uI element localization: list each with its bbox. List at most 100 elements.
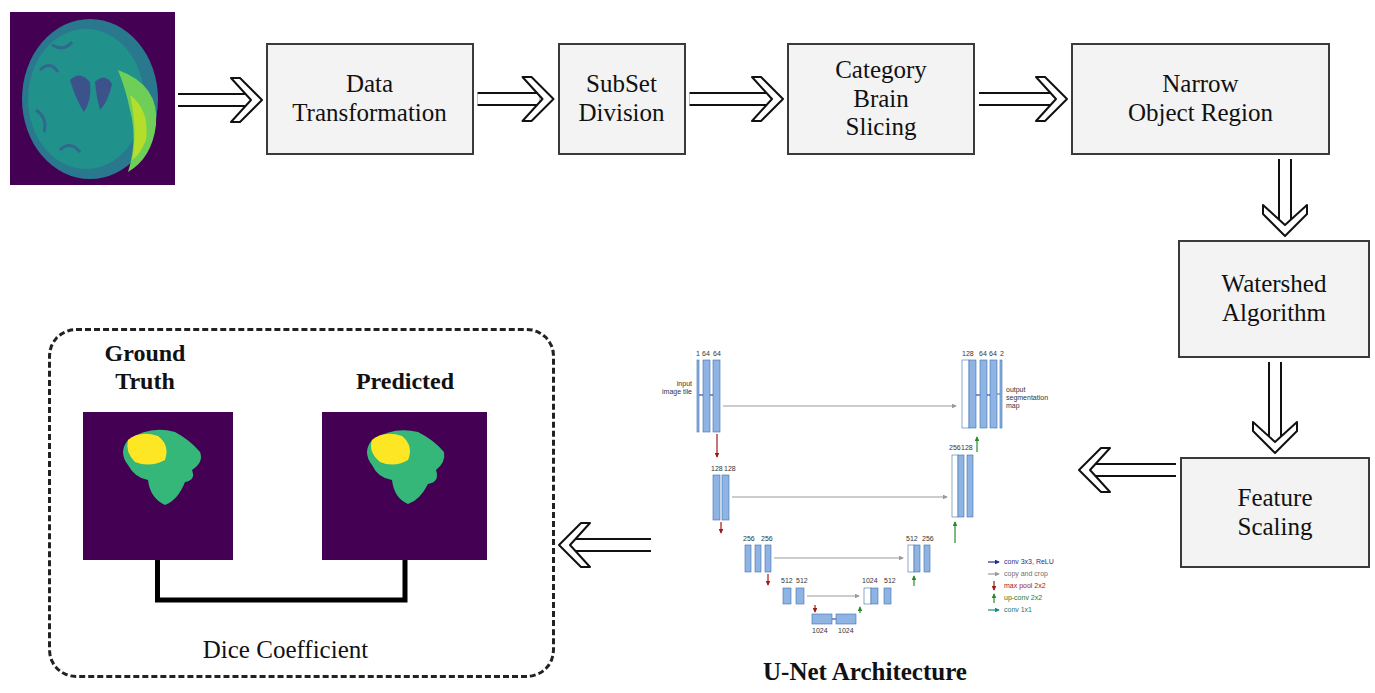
feature-map: [990, 360, 997, 428]
feature-map: [697, 360, 699, 432]
bracket-line: [158, 560, 406, 600]
segmentation-mask: [322, 412, 487, 560]
channel-count: 256: [922, 535, 934, 543]
arrow-shaft: [979, 92, 1053, 106]
feature-map: [836, 614, 856, 624]
caption-text: U-Net Architecture: [763, 658, 967, 688]
mask-panel: Predicted: [320, 340, 490, 560]
mri-brain-image: [10, 12, 175, 185]
feature-map: [745, 545, 751, 572]
channel-count: 128: [711, 465, 723, 473]
pool-arrow: [720, 522, 721, 533]
channel-count: 128: [724, 465, 736, 473]
legend-arrow: [988, 573, 999, 574]
mask-ground: [83, 412, 233, 560]
architecture-figure: U-Net Architecture: [655, 340, 1075, 688]
feature-map: [884, 588, 891, 604]
legend-label: up-conv 2x2: [1004, 594, 1042, 602]
box-label: SubSet Division: [572, 70, 672, 128]
arrow-head: [1036, 77, 1067, 121]
tumor-core: [127, 434, 166, 465]
arrow-shaft: [1278, 159, 1292, 222]
edema-region: [367, 430, 444, 504]
copy-arrow: [732, 496, 947, 497]
feature-map: [755, 545, 761, 572]
arrow-shaft: [1280, 159, 1290, 222]
hollow-arrow: [1263, 159, 1307, 236]
brain-ventricle: [95, 77, 112, 110]
unet-figure: [697, 360, 1002, 624]
arrow-head: [231, 78, 262, 122]
arrow-shaft: [1093, 465, 1176, 475]
evaluation-group: Dice Coefficient Ground Truth Predicted: [48, 328, 555, 678]
figure-label: input image tile: [660, 380, 692, 396]
brain-tissue: [28, 29, 144, 169]
arrow-head: [752, 77, 783, 121]
channel-count: 64: [989, 350, 997, 358]
channel-count: 256: [949, 444, 961, 452]
feature-map: [783, 588, 791, 604]
legend-arrow: [988, 561, 999, 562]
process-box: Watershed Algorithm: [1178, 240, 1370, 358]
conv-arrow: [976, 395, 980, 396]
process-box: Narrow Object Region: [1071, 43, 1330, 155]
feature-map: [967, 455, 973, 517]
feature-map: [871, 588, 878, 604]
arrow-head: [559, 523, 590, 567]
feature-map: [969, 360, 976, 428]
legend-arrow: [993, 581, 994, 590]
conv-arrow: [699, 395, 703, 396]
channel-count: 1024: [812, 627, 828, 635]
pool-arrow: [767, 574, 768, 585]
box-label: Narrow Object Region: [1127, 70, 1274, 128]
arrow-shaft: [178, 93, 248, 107]
process-box: Feature Scaling: [1180, 457, 1370, 568]
legend-arrow: [993, 594, 994, 603]
panel-heading: Predicted: [320, 340, 490, 396]
panel-heading: Ground Truth: [95, 340, 195, 395]
hollow-arrow: [979, 77, 1067, 121]
arrow-shaft: [1093, 463, 1176, 477]
process-box: Category Brain Slicing: [787, 43, 975, 155]
channel-count: 1: [696, 350, 700, 358]
image-ground: [10, 12, 175, 185]
edema-region: [123, 430, 201, 505]
arrow-head: [1263, 205, 1307, 236]
feature-map: [713, 475, 720, 520]
pool-arrow: [716, 434, 717, 457]
bright-region: [118, 70, 156, 172]
channel-count: 512: [884, 577, 896, 585]
unet-arrows: [699, 394, 1000, 619]
channel-count: 64: [979, 350, 987, 358]
channel-count: 128: [961, 444, 973, 452]
feature-map: [812, 614, 832, 624]
pool-arrow: [814, 605, 815, 612]
arrow-shaft: [178, 95, 248, 105]
conv-arrow: [987, 395, 990, 396]
arrow-shaft: [690, 94, 770, 104]
arrow-shaft: [1268, 362, 1282, 439]
conv-arrow: [997, 394, 1000, 395]
feature-map: [924, 545, 930, 572]
channel-count: 128: [962, 350, 974, 358]
channel-count: 256: [743, 535, 755, 543]
arrow-shaft: [1270, 362, 1280, 439]
box-label: Feature Scaling: [1215, 484, 1335, 542]
box-label: Watershed Algorithm: [1194, 270, 1354, 328]
hollow-arrow: [559, 523, 651, 567]
conv-arrow: [710, 395, 713, 396]
arrow-shaft: [690, 92, 770, 106]
mask-panel: Ground Truth: [80, 340, 235, 560]
copied-map: [908, 545, 914, 572]
copy-arrow: [723, 405, 956, 406]
segmentation-mask: [83, 412, 233, 560]
channel-count: 64: [713, 350, 721, 358]
caption-text: Dice Coefficient: [203, 636, 368, 665]
feature-map: [713, 360, 720, 432]
channel-count: 1024: [862, 577, 878, 585]
arrow-shaft: [478, 94, 540, 104]
arrow-head: [523, 77, 554, 121]
tumor-core: [371, 434, 410, 465]
feature-map: [914, 545, 920, 572]
copied-map: [864, 588, 871, 604]
